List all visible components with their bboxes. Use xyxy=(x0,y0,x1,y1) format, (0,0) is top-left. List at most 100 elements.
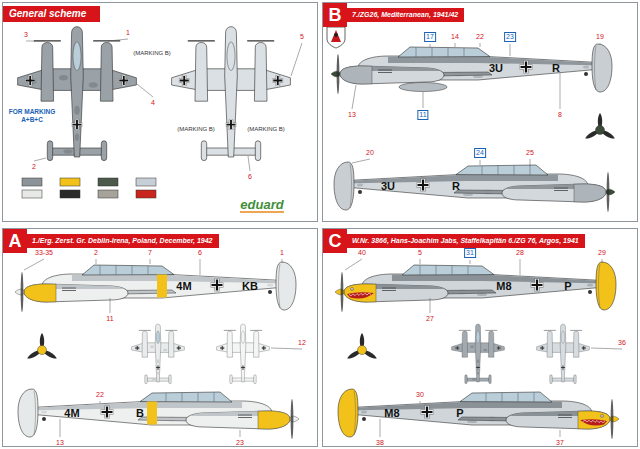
fuselage-code: 3U xyxy=(381,181,395,192)
header-wrap: 7./ZG26, Mediterranean, 1941/42 xyxy=(347,3,464,22)
callout-number: 2 xyxy=(94,249,98,257)
header-wrap: B xyxy=(323,3,347,27)
general-scheme-art xyxy=(18,27,291,212)
label-wrap: 23 xyxy=(236,431,244,449)
label-wrap: 38 xyxy=(376,431,384,449)
balkenkreuz xyxy=(211,279,224,292)
label-wrap: 22 xyxy=(476,25,484,43)
marking-note: FOR MARKING A+B+C xyxy=(4,108,60,124)
callout-number: 29 xyxy=(598,249,606,257)
side-view xyxy=(334,162,615,212)
label-wrap: 11 xyxy=(417,103,428,121)
panel-title: 1./Erg. Zerst. Gr. Deblin-Irena, Poland,… xyxy=(27,234,219,248)
label-wrap: 28 xyxy=(516,241,524,259)
label-wrap: M8 xyxy=(496,276,511,294)
label-wrap: 17 xyxy=(424,25,436,43)
leader-line xyxy=(480,43,481,47)
fuselage-code: R xyxy=(552,63,560,74)
color-swatches xyxy=(22,178,156,198)
callout-number: 4 xyxy=(151,99,155,107)
leader-line xyxy=(291,43,302,76)
label-wrap: 2 xyxy=(94,241,98,259)
scheme-c-art xyxy=(335,262,619,439)
header-wrap: 1./Erg. Zerst. Gr. Deblin-Irena, Poland,… xyxy=(27,229,219,248)
marking-note: (MARKING B) xyxy=(247,126,285,133)
side-view xyxy=(15,262,296,312)
color-callout: 31 xyxy=(464,248,476,258)
shark-mouth xyxy=(580,415,607,426)
marking-note: (MARKING B) xyxy=(133,50,171,57)
leader-line xyxy=(271,348,302,349)
leader-line xyxy=(24,259,44,270)
label-wrap: 2 xyxy=(32,155,36,173)
callout-number: 8 xyxy=(558,111,562,119)
bottom-view xyxy=(172,27,291,161)
panel-title: W.Nr. 3866, Hans-Joachim Jabs, Staffelka… xyxy=(347,234,585,248)
label-wrap: 5 xyxy=(418,241,422,259)
shark-mouth xyxy=(347,288,374,299)
callout-number: 40 xyxy=(358,249,366,257)
leader-line xyxy=(602,259,603,263)
leader-line xyxy=(470,260,471,264)
leader-line xyxy=(60,419,61,437)
side-view xyxy=(335,262,616,312)
label-wrap: 6 xyxy=(248,165,252,183)
leader-line xyxy=(282,259,283,263)
fuselage-code: M8 xyxy=(496,281,511,292)
leader-line xyxy=(480,160,481,165)
callout-number: 37 xyxy=(556,439,564,447)
balkenkreuz xyxy=(520,61,533,74)
brand-logo: eduard xyxy=(240,198,283,212)
top-view xyxy=(18,27,137,161)
panel-title: 7./ZG26, Mediterranean, 1941/42 xyxy=(347,8,464,22)
label-wrap: 24 xyxy=(474,141,486,159)
bottom-view xyxy=(217,324,270,384)
leader-line xyxy=(510,44,511,56)
label-wrap: 33-35 xyxy=(35,241,53,259)
callout-number: 22 xyxy=(476,33,484,41)
propeller xyxy=(584,113,616,141)
fuselage-code: P xyxy=(564,281,571,292)
fuselage-code: 4M xyxy=(176,281,191,292)
callout-number: 13 xyxy=(348,111,356,119)
callout-number: 1 xyxy=(126,29,130,37)
label-wrap: 40 xyxy=(358,241,366,259)
balkenkreuz xyxy=(531,279,544,292)
leader-line xyxy=(200,259,201,275)
leader-line xyxy=(420,259,421,264)
callout-number: 2 xyxy=(32,163,36,171)
fuselage-band xyxy=(147,402,157,425)
leader-line xyxy=(352,85,356,109)
top-view xyxy=(132,324,185,384)
label-wrap: 4M xyxy=(64,403,79,421)
callout-number: 25 xyxy=(526,149,534,157)
fuselage-band xyxy=(157,275,167,298)
scheme-letter: B xyxy=(323,3,347,27)
label-wrap: (MARKING B) xyxy=(247,117,285,135)
callout-number: 7 xyxy=(148,249,152,257)
color-callout: 24 xyxy=(474,148,486,158)
fuselage-code: B xyxy=(136,408,144,419)
label-wrap: 3U xyxy=(381,176,395,194)
leader-line xyxy=(110,298,111,313)
label-wrap: 1 xyxy=(126,21,130,39)
callout-number: 20 xyxy=(366,149,374,157)
bottom-view xyxy=(537,324,590,384)
label-wrap: 3 xyxy=(24,23,28,41)
balkenkreuz xyxy=(417,179,430,192)
leader-line xyxy=(530,159,531,166)
leader-line xyxy=(380,419,381,437)
label-wrap: R xyxy=(452,176,460,194)
callout-number: 5 xyxy=(300,33,304,41)
label-wrap: 25 xyxy=(526,141,534,159)
fuselage-code: R xyxy=(452,181,460,192)
label-wrap: FOR MARKING A+B+C xyxy=(4,108,60,124)
callout-number: 1 xyxy=(280,249,284,257)
label-wrap: 13 xyxy=(348,103,356,121)
scheme-b-art xyxy=(327,27,616,212)
leader-line xyxy=(430,298,431,313)
color-callout: 17 xyxy=(424,32,436,42)
fuselage-code: M8 xyxy=(384,408,399,419)
